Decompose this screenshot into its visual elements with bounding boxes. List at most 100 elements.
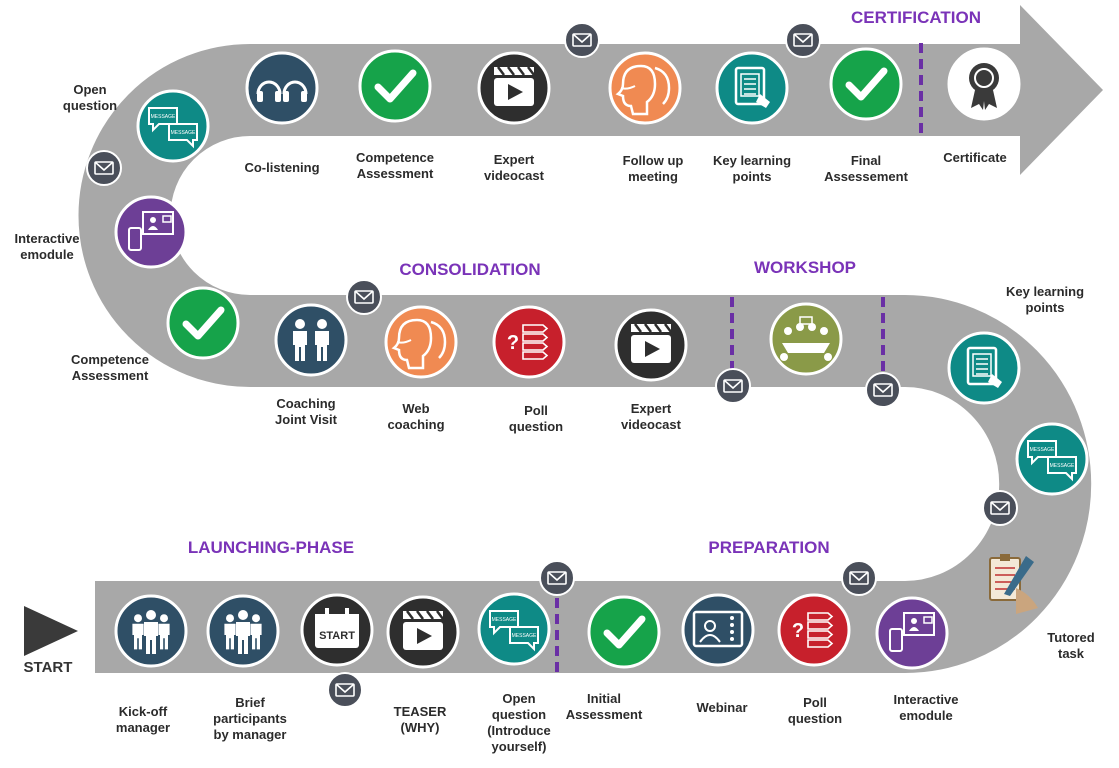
group-icon [224, 610, 262, 654]
step-label-line: Coaching [276, 396, 335, 411]
envelope-icon [86, 150, 122, 186]
step-middle-1 [384, 305, 458, 379]
step-label-line: Follow up [623, 153, 684, 168]
tablet-document-icon [734, 66, 770, 108]
step-label-line: meeting [628, 169, 678, 184]
step-label-line: Joint Visit [275, 412, 338, 427]
road-arrowhead [1020, 5, 1103, 175]
step-label-line: Expert [631, 401, 672, 416]
step-label-line: Poll [524, 403, 548, 418]
envelope-icons [86, 22, 1018, 708]
step-right-curve-1: MESSAGE MESSAGE [1015, 422, 1089, 496]
step-circle [358, 49, 432, 123]
step-label-line: emodule [899, 708, 952, 723]
step-top-5 [829, 47, 903, 121]
bubble-text: MESSAGE [1030, 447, 1055, 453]
video-clapper-icon [631, 323, 672, 363]
step-top-3 [608, 51, 682, 125]
start-marker: START [24, 606, 78, 676]
two-persons-icon [293, 319, 329, 361]
checkmark-icon [374, 69, 417, 103]
webinar-screen-icon [692, 610, 744, 648]
step-label-line: Kick-off [119, 704, 168, 719]
step-label-line: question [492, 707, 546, 722]
award-ribbon-icon [969, 63, 999, 110]
step-label-line: Expert [494, 152, 535, 167]
step-bottom-3 [386, 595, 460, 669]
step-top-2 [477, 51, 551, 125]
envelope-icon [865, 372, 901, 408]
step-label-line: question [509, 419, 563, 434]
step-label-line: participants [213, 711, 287, 726]
calendar-start-text: START [319, 630, 355, 642]
clipboard-pen-icon [989, 554, 1038, 614]
step-right-curve-0 [947, 331, 1021, 405]
phase-preparation: PREPARATION [708, 538, 829, 557]
step-label-line: Interactive [14, 231, 79, 246]
step-label: TEASER(WHY) [394, 704, 447, 735]
phase-workshop: WORKSHOP [754, 258, 856, 277]
step-top-6 [947, 47, 1021, 121]
step-label-line: (Introduce [487, 723, 551, 738]
phone-screen-icon [889, 612, 935, 652]
step-label-line: videocast [484, 168, 545, 183]
envelope-icon [327, 672, 363, 708]
group-icon [132, 610, 170, 654]
step-top-4 [715, 51, 789, 125]
step-bottom-1 [206, 594, 280, 668]
phase-certification: CERTIFICATION [851, 8, 981, 27]
step-label-line: Open [502, 691, 535, 706]
phase-launching: LAUNCHING-PHASE [188, 538, 354, 557]
step-top-1 [358, 49, 432, 123]
start-label: START [24, 659, 73, 676]
step-circle [715, 51, 789, 125]
step-label-line: Key learning [1006, 284, 1084, 299]
envelope-icon [539, 560, 575, 596]
bubble-text: MESSAGE [151, 114, 176, 120]
step-label-line: Web [402, 401, 429, 416]
phase-consolidation: CONSOLIDATION [399, 260, 540, 279]
step-label: Certificate [943, 150, 1007, 165]
step-label-line: (WHY) [401, 720, 440, 735]
step-label: Co-listening [244, 160, 319, 175]
step-middle-2: ? [492, 305, 566, 379]
step-label-line: Certificate [943, 150, 1007, 165]
step-middle-0 [274, 303, 348, 377]
bubble-text: MESSAGE [1050, 463, 1075, 469]
step-label-line: by manager [214, 727, 287, 742]
step-middle-4 [769, 302, 843, 376]
step-circle [769, 302, 843, 376]
step-bottom-6 [681, 593, 755, 667]
step-circle [587, 595, 661, 669]
step-label-line: Tutored [1047, 630, 1094, 645]
step-circle [947, 331, 1021, 405]
meeting-table-icon [780, 316, 832, 361]
step-label-line: Interactive [893, 692, 958, 707]
envelope-icon [715, 368, 751, 404]
step-middle-3 [614, 308, 688, 382]
step-label-line: Brief [235, 695, 265, 710]
step-label-line: Final [851, 153, 881, 168]
step-circle [492, 305, 566, 379]
start-calendar-icon: START [315, 608, 359, 648]
step-circle [829, 47, 903, 121]
step-label-line: task [1058, 646, 1085, 661]
step-label-line: TEASER [394, 704, 447, 719]
step-circle [274, 303, 348, 377]
speaking-heads-icon [391, 318, 447, 370]
step-label-line: Key learning [713, 153, 791, 168]
